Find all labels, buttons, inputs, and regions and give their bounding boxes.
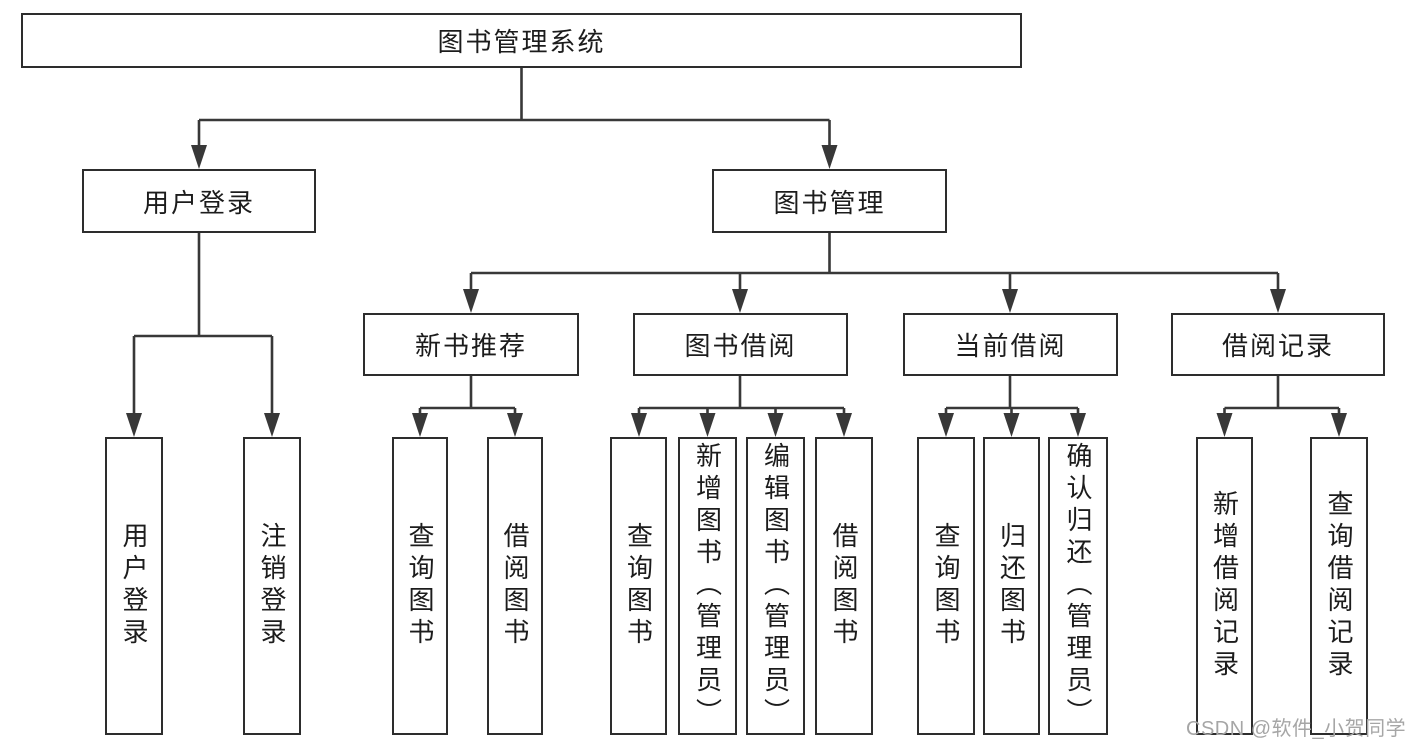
node-current-borrowing: 当前借阅: [903, 313, 1118, 376]
node-label: 图书借阅: [684, 331, 797, 361]
node-label: 新增图书（管理员）: [692, 442, 723, 730]
node-label: 查询图书: [405, 522, 435, 650]
leaf-user-login: 用户登录: [105, 437, 163, 735]
leaf-borrow-books-recommend: 借阅图书: [487, 437, 543, 735]
leaf-query-books-borrowing: 查询图书: [610, 437, 667, 735]
leaf-query-books-recommend: 查询图书: [392, 437, 448, 735]
node-label: 查询图书: [931, 522, 961, 650]
node-label: 图书管理: [773, 187, 886, 218]
leaf-borrow-books: 借阅图书: [815, 437, 873, 735]
node-label: 新增借阅记录: [1209, 490, 1240, 682]
leaf-logout-login: 注销登录: [243, 437, 301, 735]
node-label: 用户登录: [119, 522, 149, 650]
leaf-query-borrow-record: 查询借阅记录: [1310, 437, 1368, 735]
leaf-edit-books-admin: 编辑图书（管理员）: [746, 437, 805, 735]
leaf-query-books-current: 查询图书: [917, 437, 975, 735]
node-label: 用户登录: [142, 187, 255, 218]
node-label: 查询借阅记录: [1324, 490, 1354, 682]
arrowhead-icons: [126, 145, 1347, 437]
node-label: 图书管理系统: [437, 27, 606, 57]
leaf-confirm-return-admin: 确认归还（管理员）: [1048, 437, 1108, 735]
watermark-csdn: CSDN @软件_小贺同学: [1186, 718, 1405, 740]
node-label: 借阅记录: [1221, 331, 1334, 361]
leaf-add-borrow-record: 新增借阅记录: [1196, 437, 1253, 735]
node-label: 查询图书: [623, 522, 654, 650]
node-book-borrowing: 图书借阅: [633, 313, 848, 376]
node-label: 借阅图书: [829, 522, 859, 650]
node-label: 注销登录: [257, 522, 287, 650]
leaf-add-books-admin: 新增图书（管理员）: [678, 437, 737, 735]
node-label: 归还图书: [996, 522, 1027, 650]
node-library-management-system: 图书管理系统: [21, 13, 1022, 68]
node-book-management: 图书管理: [712, 169, 947, 233]
leaf-return-books: 归还图书: [983, 437, 1040, 735]
node-label: 编辑图书（管理员）: [760, 442, 791, 730]
node-borrowing-records: 借阅记录: [1171, 313, 1385, 376]
node-label: 确认归还（管理员）: [1063, 442, 1093, 730]
node-label: 新书推荐: [414, 331, 527, 361]
node-new-book-recommendation: 新书推荐: [363, 313, 579, 376]
node-label: 借阅图书: [500, 522, 530, 650]
node-user-login: 用户登录: [82, 169, 316, 233]
node-label: 当前借阅: [954, 331, 1067, 361]
